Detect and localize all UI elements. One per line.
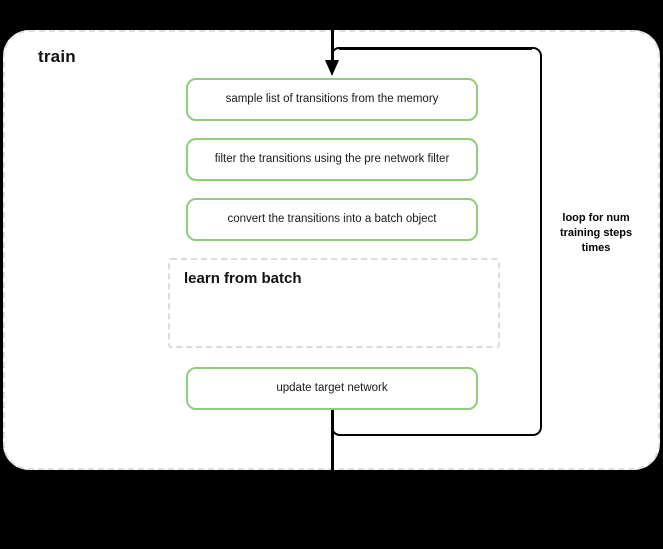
loop-caption-line-3: times [581, 241, 611, 254]
exit-line [331, 409, 334, 549]
subgraph-learn-from-batch-title: learn from batch [184, 270, 302, 287]
node-convert-transitions-label: convert the transitions into a batch obj… [227, 212, 437, 225]
loop-caption-line-2: training steps [559, 226, 633, 239]
loop-right-line [539, 57, 542, 427]
node-convert-transitions[interactable]: convert the transitions into a batch obj… [186, 198, 478, 241]
incoming-arrow-line [331, 0, 334, 62]
node-filter-transitions[interactable]: filter the transitions using the pre net… [186, 138, 478, 181]
loop-caption: loop for num training steps times [546, 211, 646, 256]
node-update-target-network-label: update target network [276, 381, 388, 394]
loop-corner-bottom-right [530, 424, 542, 436]
subgraph-learn-from-batch[interactable]: learn from batch [168, 258, 500, 348]
loop-corner-top-right [530, 47, 542, 59]
incoming-arrow-head-icon [325, 60, 339, 76]
node-filter-transitions-label: filter the transitions using the pre net… [214, 152, 450, 165]
loop-bottom-line [341, 433, 531, 436]
node-update-target-network[interactable]: update target network [186, 367, 478, 410]
loop-caption-line-1: loop for num [562, 212, 630, 224]
node-sample-transitions-label: sample list of transitions from the memo… [225, 92, 439, 105]
train-title: train [38, 47, 76, 66]
loop-corner-top-left [331, 47, 341, 57]
node-sample-transitions[interactable]: sample list of transitions from the memo… [186, 78, 478, 121]
loop-top-line [339, 47, 532, 50]
